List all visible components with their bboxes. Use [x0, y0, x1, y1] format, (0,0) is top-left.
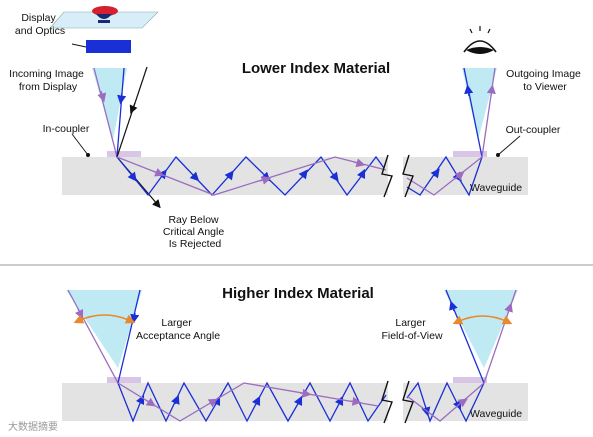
top-title: Lower Index Material	[242, 60, 390, 77]
outgoing-image-label: Outgoing Image to Viewer	[506, 68, 584, 93]
waveguide-label-top: Waveguide	[470, 182, 522, 194]
blue-ray-top-right	[406, 155, 483, 197]
fov-label: Larger Field-of-View	[381, 317, 442, 342]
output-cone-top	[462, 68, 497, 140]
ray-rejected-label: Ray Below Critical Angle Is Rejected	[163, 214, 227, 250]
in-coupler-grating-bottom	[107, 377, 141, 383]
fov-arc	[452, 315, 513, 325]
output-cone-bottom	[444, 290, 518, 368]
input-cone-bottom	[66, 290, 142, 368]
waveguide-label-bottom: Waveguide	[470, 408, 522, 420]
in-coupler-grating	[107, 151, 141, 157]
acceptance-arc	[73, 314, 136, 324]
break-mark-icon	[381, 154, 414, 198]
incoming-image-label: Incoming Image from Display	[9, 68, 87, 93]
out-coupler-grating-bottom	[453, 377, 487, 383]
bottom-title: Higher Index Material	[222, 285, 374, 302]
purple-ray-top-right	[406, 156, 483, 196]
in-coupler-label: In-coupler	[43, 123, 90, 135]
optics-block	[86, 40, 131, 53]
acceptance-angle-label: Larger Acceptance Angle	[136, 317, 220, 342]
waveguide-top-left	[62, 157, 388, 195]
eye-icon	[463, 26, 497, 54]
out-coupler-label: Out-coupler	[506, 124, 561, 136]
input-cone-top	[92, 68, 127, 140]
out-coupler-grating	[453, 151, 487, 157]
display-device-icon	[49, 6, 159, 29]
blue-ray-bottom-right	[406, 381, 485, 423]
purple-ray-bottom-right	[406, 382, 485, 422]
watermark: 大数据摘要	[8, 420, 58, 433]
display-optics-label: Display and Optics	[15, 12, 65, 37]
blue-ray-bottom-left	[117, 381, 387, 423]
break-mark-icon-bottom	[381, 380, 414, 424]
